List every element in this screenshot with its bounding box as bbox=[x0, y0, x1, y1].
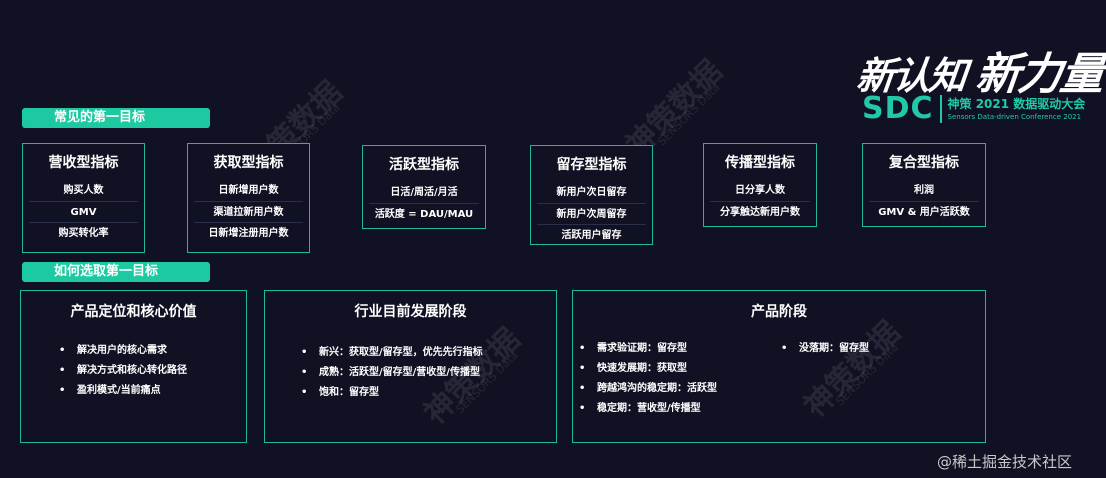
list-item: 新兴：获取型/留存型，优先先行指标 bbox=[297, 343, 483, 363]
card-item: 分享触达新用户数 bbox=[710, 201, 810, 222]
section-tag-how-to-choose: 如何选取第一目标 bbox=[22, 262, 210, 282]
box-title: 行业目前发展阶段 bbox=[354, 304, 467, 320]
bullet-list: 需求验证期：留存型 快速发展期：获取型 跨越鸿沟的稳定期：活跃型 稳定期：营收型… bbox=[575, 339, 717, 419]
card-item: 活跃度 = DAU/MAU bbox=[369, 203, 479, 224]
box-title: 产品阶段 bbox=[751, 304, 807, 320]
factor-box-product-stage: 产品阶段 需求验证期：留存型 快速发展期：获取型 跨越鸿沟的稳定期：活跃型 稳定… bbox=[572, 290, 986, 443]
list-item: 快速发展期：获取型 bbox=[575, 359, 717, 379]
list-item: 解决用户的核心需求 bbox=[55, 341, 187, 361]
metric-card-acquisition: 获取型指标 日新增用户数 渠道拉新用户数 日新增注册用户数 bbox=[187, 143, 310, 253]
metric-card-activity: 活跃型指标 日活/周活/月活 活跃度 = DAU/MAU bbox=[362, 145, 486, 229]
logo-text: 神策 2021 数据驱动大会 Sensors Data-driven Confe… bbox=[948, 96, 1086, 122]
card-item: 新用户次周留存 bbox=[537, 203, 646, 224]
section-tag-common-goals: 常见的第一目标 bbox=[22, 108, 210, 128]
factor-box-positioning: 产品定位和核心价值 解决用户的核心需求 解决方式和核心转化路径 盈利模式/当前痛… bbox=[20, 290, 247, 443]
card-title: 营收型指标 bbox=[48, 155, 119, 171]
bullet-list: 没落期：留存型 bbox=[777, 339, 869, 359]
metric-card-retention: 留存型指标 新用户次日留存 新用户次周留存 活跃用户留存 bbox=[530, 145, 653, 245]
card-item: 日新增用户数 bbox=[218, 185, 279, 196]
card-title: 复合型指标 bbox=[889, 155, 959, 171]
factor-box-industry-stage: 行业目前发展阶段 新兴：获取型/留存型，优先先行指标 成熟：活跃型/留存型/营收… bbox=[264, 290, 557, 443]
watermark-en: SENSORS Data bbox=[655, 80, 723, 149]
card-item: GMV & 用户活跃数 bbox=[869, 201, 979, 222]
sdc-logo: SDC bbox=[862, 91, 934, 126]
footer-watermark: @稀土掘金技术社区 bbox=[936, 453, 1072, 471]
card-item: 购买人数 bbox=[63, 185, 104, 196]
logo-divider bbox=[939, 95, 942, 123]
card-title: 活跃型指标 bbox=[389, 157, 459, 173]
card-title: 传播型指标 bbox=[725, 155, 795, 171]
list-item: 需求验证期：留存型 bbox=[575, 339, 717, 359]
bullet-list: 新兴：获取型/留存型，优先先行指标 成熟：活跃型/留存型/营收型/传播型 饱和：… bbox=[297, 343, 483, 403]
event-name-cn: 神策 2021 数据驱动大会 bbox=[947, 97, 1086, 111]
event-name-en: Sensors Data-driven Conference 2021 bbox=[947, 113, 1082, 121]
card-item: 日新增注册用户数 bbox=[194, 222, 303, 243]
conference-logo: SDC 神策 2021 数据驱动大会 Sensors Data-driven C… bbox=[862, 92, 1085, 126]
list-item: 盈利模式/当前痛点 bbox=[55, 381, 187, 401]
card-item: 购买转化率 bbox=[29, 222, 138, 243]
card-item: 活跃用户留存 bbox=[537, 224, 646, 245]
list-item: 解决方式和核心转化路径 bbox=[55, 361, 187, 381]
list-item: 没落期：留存型 bbox=[777, 339, 869, 359]
slogan: 新认知 新力量 bbox=[854, 38, 1104, 100]
metric-card-composite: 复合型指标 利润 GMV & 用户活跃数 bbox=[862, 143, 986, 227]
card-item: 日活/周活/月活 bbox=[390, 187, 458, 198]
card-item: GMV bbox=[29, 201, 138, 222]
list-item: 成熟：活跃型/留存型/营收型/传播型 bbox=[297, 363, 483, 383]
card-item: 新用户次日留存 bbox=[556, 187, 627, 198]
card-item: 利润 bbox=[914, 185, 934, 196]
box-title: 产品定位和核心价值 bbox=[70, 304, 197, 320]
list-item: 跨越鸿沟的稳定期：活跃型 bbox=[575, 379, 717, 399]
card-item: 日分享人数 bbox=[735, 185, 785, 196]
metric-card-propagation: 传播型指标 日分享人数 分享触达新用户数 bbox=[703, 143, 817, 227]
metric-card-revenue: 营收型指标 购买人数 GMV 购买转化率 bbox=[22, 143, 145, 253]
list-item: 饱和：留存型 bbox=[297, 383, 483, 403]
card-item: 渠道拉新用户数 bbox=[194, 201, 303, 222]
card-title: 留存型指标 bbox=[556, 157, 627, 173]
list-item: 稳定期：营收型/传播型 bbox=[575, 399, 717, 419]
bullet-list: 解决用户的核心需求 解决方式和核心转化路径 盈利模式/当前痛点 bbox=[55, 341, 187, 401]
card-title: 获取型指标 bbox=[213, 155, 284, 171]
